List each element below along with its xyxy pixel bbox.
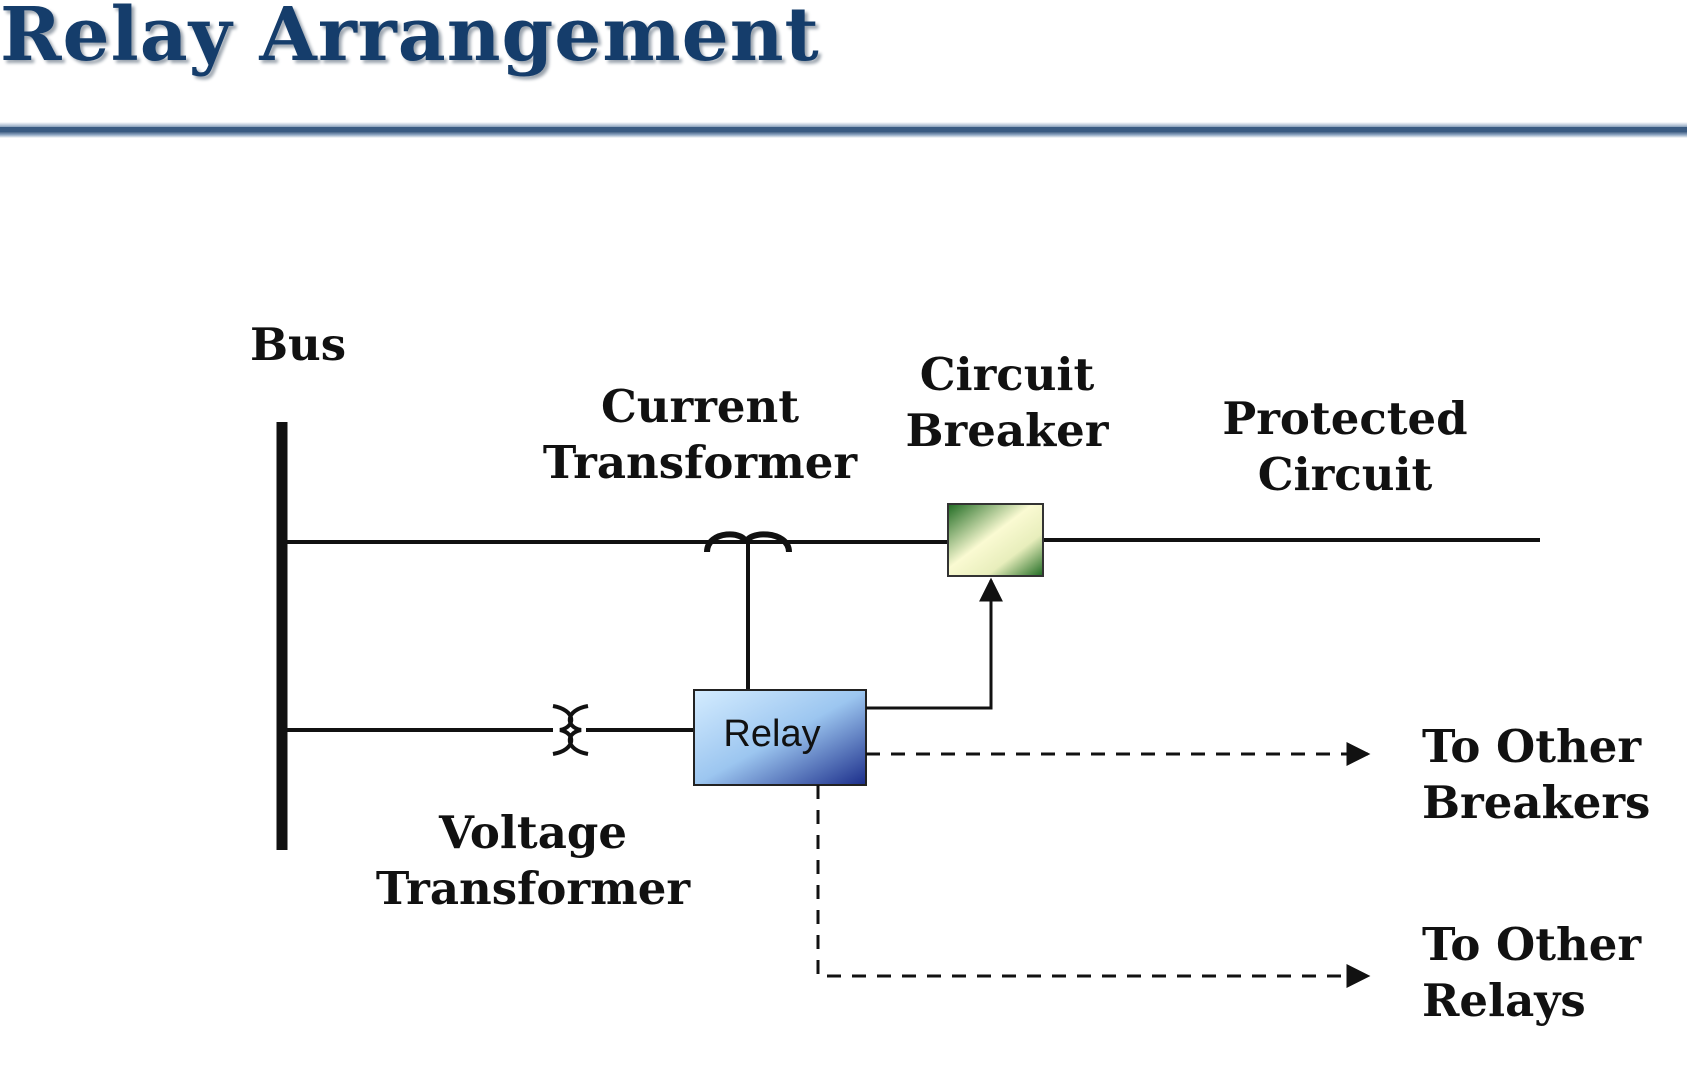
protected-circuit-label-2: Circuit [1258,448,1433,501]
circuit-breaker [947,503,1044,577]
page-title: Relay Arrangement [0,0,820,78]
current-transformer-label-2: Transformer [543,436,858,489]
relay-box [693,689,867,786]
circuit-breaker-label-2: Breaker [905,404,1109,457]
to-other-relays-label-2: Relays [1422,974,1586,1027]
circuit-breaker-label-1: Circuit [920,348,1095,401]
to-other-relays-label-1: To Other [1422,918,1642,971]
bus-label: Bus [250,318,346,371]
trip-line [866,577,1003,710]
voltage-transformer-label-1: Voltage [438,806,627,859]
to-relays-line [816,785,1371,988]
title-divider [0,122,1687,138]
voltage-transformer-symbol [552,704,589,756]
protected-circuit-label-1: Protected [1222,392,1467,445]
voltage-transformer-label-2: Transformer [376,862,691,915]
to-other-breakers-label-2: Breakers [1422,776,1650,829]
current-transformer-label-1: Current [601,380,799,433]
to-other-breakers-label-1: To Other [1422,720,1642,773]
relay-label: Relay [723,713,820,755]
